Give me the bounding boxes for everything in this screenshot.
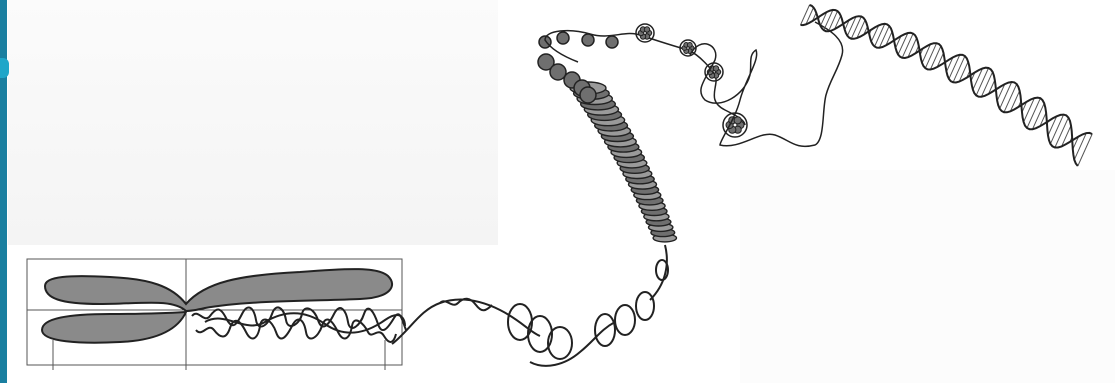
- base-pair: [976, 68, 988, 95]
- dna-double-helix: [801, 5, 1093, 166]
- base-pair: [1078, 134, 1092, 166]
- base-pair: [1027, 98, 1040, 128]
- nucleosome-cluster: [636, 24, 654, 42]
- nucleosome-cluster: [680, 40, 696, 56]
- helix-strand-b: [810, 5, 1078, 166]
- base-pair: [953, 56, 965, 82]
- helix-strand-a: [801, 10, 1093, 148]
- nucleosome-bead: [582, 34, 594, 46]
- chromatid-lower: [42, 312, 186, 343]
- solenoid-fiber: [392, 245, 668, 366]
- chromatid-upper: [45, 269, 392, 311]
- nucleosome-bead: [606, 36, 618, 48]
- looped-domain: [192, 307, 406, 341]
- nucleosome-cluster: [723, 113, 747, 137]
- nucleosome-clusters: [636, 24, 747, 137]
- nucleosome-bead: [580, 87, 596, 103]
- base-pair: [801, 5, 810, 25]
- loose-dna-strand: [690, 22, 843, 146]
- chromatin-30nm-fiber: [570, 82, 677, 242]
- nucleosome-bead: [557, 32, 569, 44]
- base-pair: [902, 34, 913, 58]
- base-pair: [851, 17, 861, 39]
